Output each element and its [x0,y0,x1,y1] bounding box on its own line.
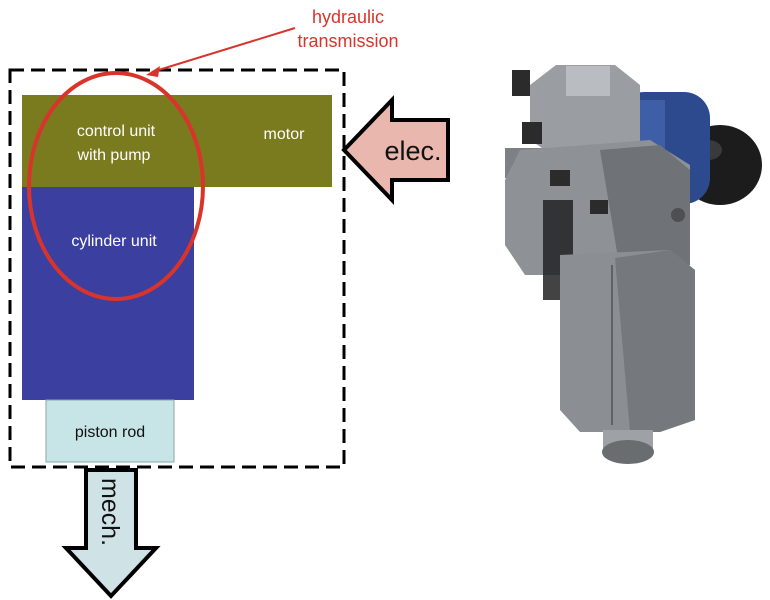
annotation-label-line1: hydraulic [312,7,384,27]
piston-rod-label: piston rod [75,424,145,441]
piston-rod-block [45,399,175,463]
cylinder-unit-block [22,187,194,400]
annotation-arrowhead [146,66,160,77]
cylinder-unit-label: cylinder unit [71,233,157,250]
actuator-product-image [505,65,762,464]
control-unit-label-line1: control unit [77,123,156,140]
elec-label: elec. [384,136,441,166]
annotation-label-line2: transmission [297,31,398,51]
annotation-pointer [151,27,296,73]
system-boundary [8,68,346,469]
motor-label: motor [264,126,306,143]
elec-input-arrow [341,95,450,205]
control-unit-label-line2: with pump [77,147,151,164]
hydraulic-transmission-ellipse [27,71,205,301]
mech-output-arrow [61,468,161,599]
mech-label: mech. [96,478,124,546]
motor-band [22,95,332,187]
